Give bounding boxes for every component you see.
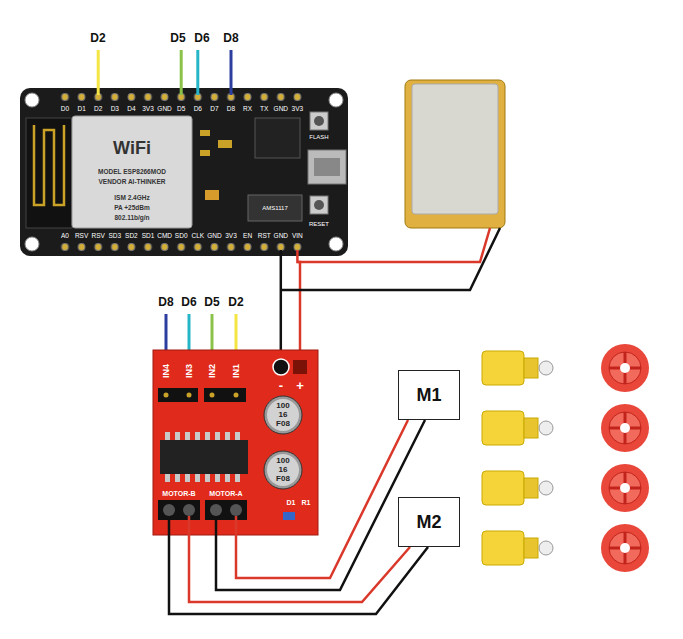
pin-label: D1 <box>77 106 85 113</box>
pin-label: D4 <box>127 106 135 113</box>
input-pin-label: IN3 <box>185 364 194 378</box>
pin-label: D8 <box>227 106 235 113</box>
power-wires <box>281 228 500 358</box>
pin-label: SD2 <box>125 233 138 240</box>
motors-and-wheels <box>482 344 649 572</box>
pin-label: D6 <box>194 106 202 113</box>
pin-label: GND <box>157 106 171 113</box>
pin-label: GND <box>274 233 288 240</box>
capacitor-text: F08 <box>276 475 290 483</box>
signal-label: D2 <box>90 32 105 44</box>
capacitor-text: 100 <box>276 402 289 410</box>
pin-label: D5 <box>177 106 185 113</box>
signal-label: D5 <box>204 296 219 308</box>
component-label: R1 <box>302 499 311 506</box>
pin-label: EN <box>243 233 252 240</box>
pin-label: D7 <box>210 106 218 113</box>
pin-label: RX <box>243 106 252 113</box>
pin-label: D2 <box>94 106 102 113</box>
module-text: ISM 2.4GHz <box>114 195 149 202</box>
signal-wires <box>98 50 236 352</box>
capacitor-text: 16 <box>279 411 288 419</box>
motor-group-box: M2 <box>398 497 460 547</box>
signal-label: D6 <box>181 296 196 308</box>
terminal-label: MOTOR-A <box>209 490 242 497</box>
pin-label: D0 <box>61 106 69 113</box>
terminal-label: MOTOR-B <box>162 490 195 497</box>
nodemcu-board <box>20 88 348 256</box>
pin-label: A0 <box>61 233 69 240</box>
module-text: MODEL ESP8266MOD <box>98 169 166 176</box>
signal-label: D8 <box>223 32 238 44</box>
pin-label: 3V3 <box>225 233 237 240</box>
pin-label: SD0 <box>175 233 188 240</box>
pin-label: SD3 <box>108 233 121 240</box>
pin-label: VIN <box>292 233 303 240</box>
motor-wires <box>169 420 428 614</box>
button-label: RESET <box>309 221 329 227</box>
signal-label: D5 <box>170 32 185 44</box>
capacitor-text: 16 <box>279 466 288 474</box>
module-text: VENDOR AI-THINKER <box>99 179 166 186</box>
module-logo: WiFi <box>113 139 151 157</box>
pin-label: 3V3 <box>142 106 154 113</box>
input-pin-label: IN1 <box>232 364 241 378</box>
input-pin-label: IN4 <box>162 364 171 378</box>
capacitor-text: 100 <box>276 457 289 465</box>
motor-driver-board <box>153 350 318 535</box>
button-label: FLASH <box>309 134 328 140</box>
pin-label: CLK <box>191 233 204 240</box>
component-label: D1 <box>287 499 296 506</box>
module-text: PA +25dBm <box>114 205 150 212</box>
module-text: 802.11b/g/n <box>114 215 149 222</box>
group-label: M2 <box>416 512 441 533</box>
pin-label: TX <box>260 106 268 113</box>
input-pin-label: IN2 <box>208 364 217 378</box>
pin-label: D3 <box>111 106 119 113</box>
motor-group-box: M1 <box>398 370 460 420</box>
capacitor-text: F08 <box>276 420 290 428</box>
signal-label: D6 <box>194 32 209 44</box>
pin-label: CMD <box>157 233 172 240</box>
battery <box>405 80 505 228</box>
pin-label: GND <box>274 106 288 113</box>
chip-label: AMS1117 <box>262 205 287 211</box>
signal-label: D8 <box>158 296 173 308</box>
pin-label: GND <box>207 233 221 240</box>
power-pin-label: - <box>279 379 283 392</box>
pin-label: RSV <box>75 233 88 240</box>
pin-label: RSV <box>92 233 105 240</box>
pin-label: RST <box>258 233 271 240</box>
power-pin-label: + <box>296 379 304 392</box>
pin-label: SD1 <box>142 233 155 240</box>
group-label: M1 <box>416 385 441 406</box>
signal-label: D2 <box>228 296 243 308</box>
pin-label: 3V3 <box>292 106 304 113</box>
